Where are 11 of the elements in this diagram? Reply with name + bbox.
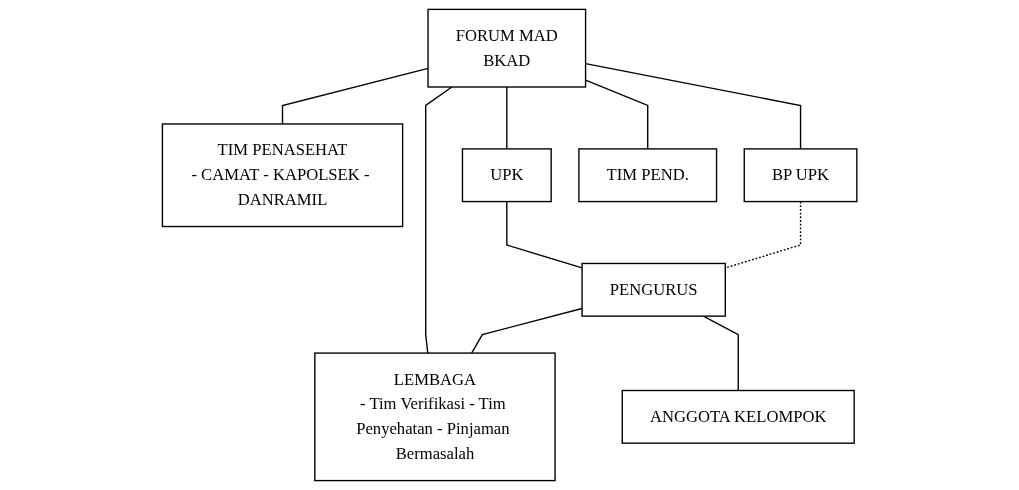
node-box: LEMBAGA - Tim Verifikasi - Tim Penyehatan - Pinjaman Bermasalah xyxy=(314,352,556,482)
node-box: UPK xyxy=(461,148,552,203)
node-box: TIM PENASEHAT - CAMAT - KAPOLSEK - DANRAMIL xyxy=(161,123,404,228)
node-box: PENGURUS xyxy=(581,262,726,317)
node-box: ANGGOTA KELOMPOK xyxy=(621,389,855,444)
connector xyxy=(702,315,739,392)
node-box: TIM PEND. xyxy=(578,148,718,203)
node-box: BP UPK xyxy=(743,148,858,203)
node-box: FORUM MAD BKAD xyxy=(427,8,587,88)
connector xyxy=(424,86,453,354)
connector xyxy=(506,86,508,150)
